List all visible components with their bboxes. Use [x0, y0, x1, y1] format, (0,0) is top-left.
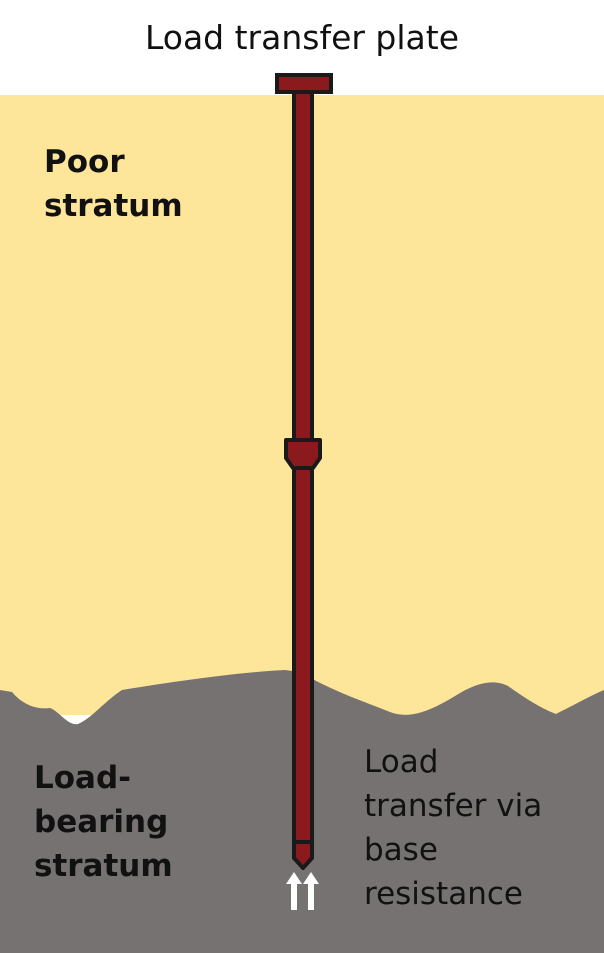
pile-tip	[292, 840, 314, 870]
load-transfer-plate	[275, 73, 333, 94]
up-arrow-icon	[286, 872, 302, 910]
load-transfer-label: Load transfer via base resistance	[364, 744, 543, 912]
up-arrow-icon	[303, 872, 319, 910]
poor-stratum-label: Poor stratum	[44, 144, 183, 224]
pile-coupling	[284, 438, 322, 470]
base-resistance-arrows	[286, 872, 319, 910]
diagram-title: Load transfer plate	[144, 18, 460, 57]
bearing-stratum-label: Load- bearing stratum	[34, 760, 173, 884]
